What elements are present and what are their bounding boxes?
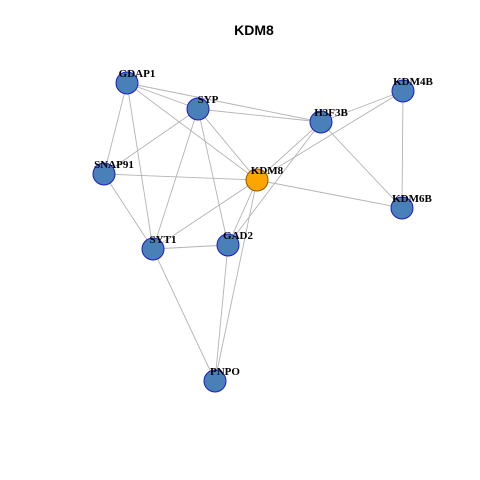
- edge-syp-kdm8: [197, 108, 258, 181]
- node-gdap1[interactable]: [115, 71, 139, 95]
- node-label-kdm8: KDM8: [251, 165, 284, 177]
- edge-gad2-pnpo: [214, 244, 229, 382]
- edge-kdm8-kdm6b: [256, 179, 403, 209]
- edge-kdm4b-h3f3b: [320, 90, 404, 123]
- node-syp[interactable]: [186, 97, 210, 121]
- node-label-pnpo: PNPO: [210, 366, 240, 378]
- graph-title: KDM8: [234, 22, 274, 38]
- edge-kdm4b-kdm8: [256, 90, 404, 181]
- edge-kdm8-syt1: [152, 179, 258, 250]
- node-h3f3b[interactable]: [309, 110, 333, 134]
- node-snap91[interactable]: [92, 162, 116, 186]
- node-kdm6b[interactable]: [390, 196, 414, 220]
- node-label-gdap1: GDAP1: [119, 68, 156, 80]
- edge-gdap1-h3f3b: [126, 82, 322, 123]
- edge-syt1-pnpo: [152, 248, 216, 382]
- node-kdm8[interactable]: [245, 168, 269, 192]
- node-label-gad2: GAD2: [223, 230, 253, 242]
- node-label-snap91: SNAP91: [94, 159, 134, 171]
- edge-syp-snap91: [103, 108, 199, 175]
- edge-kdm8-gad2: [227, 179, 258, 246]
- edge-snap91-kdm8: [103, 173, 258, 181]
- edge-gdap1-snap91: [103, 82, 128, 175]
- edge-h3f3b-kdm8: [256, 121, 322, 181]
- node-kdm4b[interactable]: [391, 79, 415, 103]
- node-layer: [92, 71, 415, 393]
- edge-kdm4b-kdm6b: [401, 90, 404, 209]
- edge-snap91-syt1: [103, 173, 154, 250]
- edge-gdap1-syp: [126, 82, 199, 110]
- node-gad2[interactable]: [216, 233, 240, 257]
- edge-syp-syt1: [152, 108, 199, 250]
- edge-syt1-gad2: [152, 244, 229, 250]
- edge-layer: [103, 82, 404, 382]
- node-label-kdm6b: KDM6B: [392, 193, 432, 205]
- edge-gdap1-syt1: [126, 82, 154, 250]
- node-syt1[interactable]: [141, 237, 165, 261]
- edge-gdap1-kdm8: [126, 82, 258, 181]
- node-label-syp: SYP: [198, 94, 219, 106]
- node-label-syt1: SYT1: [150, 234, 177, 246]
- node-label-kdm4b: KDM4B: [393, 76, 433, 88]
- node-label-h3f3b: H3F3B: [314, 107, 348, 119]
- edge-syp-h3f3b: [197, 108, 322, 123]
- edge-h3f3b-kdm6b: [320, 121, 403, 209]
- edge-syp-gad2: [197, 108, 229, 246]
- edge-kdm8-pnpo: [214, 179, 258, 382]
- node-pnpo[interactable]: [203, 369, 227, 393]
